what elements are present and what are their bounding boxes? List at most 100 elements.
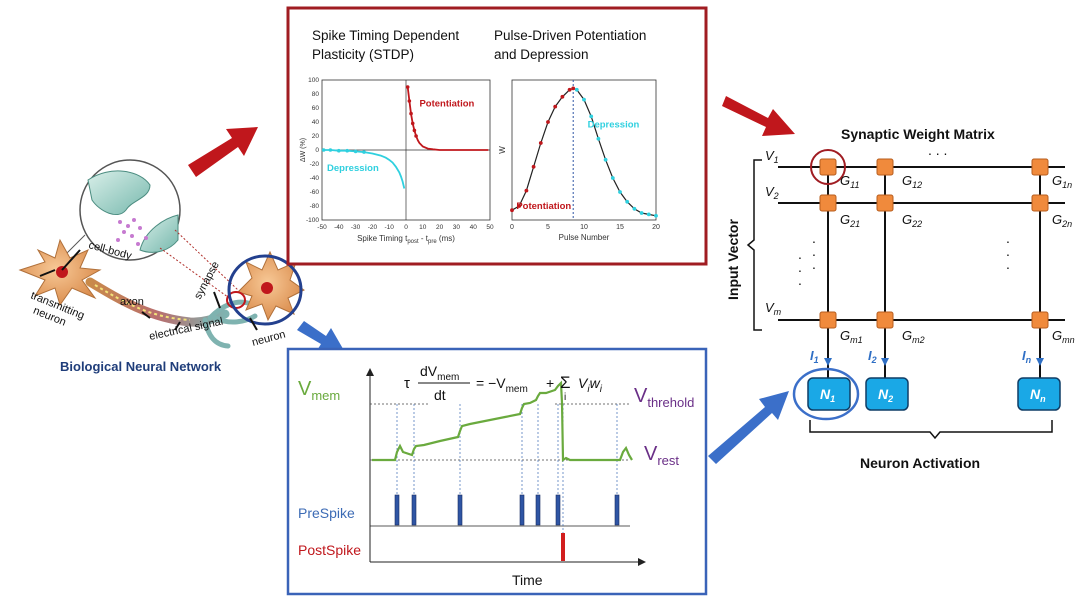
node [1031,194,1049,212]
stdp-x-tick: -10 [384,224,394,231]
stdp-data-point [337,148,341,153]
stdp-x-tick: -30 [351,224,361,231]
transmitting-neuron-soma [18,238,102,307]
pulse-data-point [510,208,514,213]
pulse-x-tick: 10 [580,224,588,231]
prespike [457,494,463,526]
stdp-data-point [353,149,358,154]
time-label: Time [512,572,543,588]
stdp-y-tick: 40 [312,119,320,126]
svg-text:i: i [564,392,566,403]
pulse-x-tick: 15 [616,224,624,231]
stdp-y-tick: 0 [315,147,319,154]
membrane-panel: Vmem Vthrehold Vrest PreSpike PostSpike … [286,347,708,596]
highlight-node-circle [810,149,846,185]
stdp-x-label: Spike Timing tpost - tpre (ms) [357,234,455,245]
pulse-data-point [567,87,572,92]
neuron-box-n [1017,377,1061,411]
stdp-x-tick: 30 [453,224,461,231]
stdp-title: Spike Timing Dependent Plasticity (STDP) [312,28,463,62]
pulse-data-point [625,199,630,204]
pulse-title: Pulse-Driven Potentiation and Depression [494,28,650,62]
pulse-data-point [618,190,622,194]
svg-text:G12: G12 [902,173,922,190]
pulse-data-point [538,141,543,145]
pulse-data-point [632,206,637,211]
svg-text:.: . [1006,256,1010,272]
stdp-data-point [328,148,333,152]
prespike [394,494,400,526]
stdp-data-point [407,99,412,103]
receiving-neuron [237,250,305,322]
stdp-data-point [414,134,418,138]
pulse-data-point [560,94,565,99]
prespike [535,494,541,526]
svg-text:.: . [798,246,802,262]
svg-text:G21: G21 [840,212,860,229]
pulse-x-tick: 20 [652,224,660,231]
conductance-nodes [819,158,1049,329]
row-labels: V1 V2 Vm [765,148,782,317]
blue-arrow-down-right [297,321,346,354]
pulse-data-point [654,213,658,218]
neuron-highlight [792,367,860,421]
blue-arrow-up-right [708,391,789,464]
svg-text:G1n: G1n [1052,173,1072,190]
node [1031,311,1049,329]
svg-text:.: . [812,256,816,272]
node [819,311,837,329]
svg-text:.: . [798,272,802,288]
stdp-x-tick: -20 [368,224,378,231]
crossbar-top-dots: . . . [928,142,947,158]
stdp-x-tick: 20 [436,224,444,231]
svg-text:G2n: G2n [1052,212,1072,229]
membrane-panel-border [286,347,708,596]
axon-label: axon [120,296,144,308]
svg-text:N2: N2 [878,386,893,404]
stdp-x-tick: -40 [334,224,344,231]
pulse-x-tick: 0 [510,224,514,231]
prespike [519,494,525,526]
pulse-y-label: W [498,146,507,154]
pulse-x-label: Pulse Number [559,233,610,242]
node [876,194,894,212]
stdp-depression-annotation: Depression [327,163,379,174]
svg-text:In: In [1022,348,1032,365]
svg-text:Nn: Nn [1030,386,1046,404]
pulse-plot-frame [511,79,657,221]
red-arrow-up [188,127,258,177]
stdp-data-point [345,148,350,153]
svg-text:.: . [1006,243,1010,259]
pulse-data-point [582,97,586,102]
pulse-data-point [589,114,594,119]
v-mem-label: Vmem [298,378,340,403]
svg-text:= −Vmem: = −Vmem [476,375,528,395]
stdp-data-point [410,121,415,126]
pulse-data-point [517,204,522,208]
pulse-data-point [546,120,550,124]
stdp-y-tick: -80 [310,203,320,210]
neuron-label: neuron [251,328,287,348]
pulse-depression-annotation: Depression [588,120,640,131]
stdp-x-tick: 50 [486,224,494,231]
prespike-train [394,494,620,526]
neuron-box-1 [807,377,851,411]
membrane-potential-trace [372,380,633,463]
row-label-v1: V1 [765,148,779,165]
pulse-data-point [646,212,651,217]
pulse-data-point [596,136,601,141]
neuron-box-2 [865,377,909,411]
input-vector-label: Input Vector [725,219,741,300]
pulse-data-point [531,164,536,169]
postspike [561,533,565,561]
node [876,311,894,329]
red-arrow-down-right [722,96,795,136]
pulse-data-point [553,104,558,109]
stdp-panel: Spike Timing Dependent Plasticity (STDP)… [286,6,708,266]
synapse-zoom-circle [64,159,181,261]
crossbar-title: Synaptic Weight Matrix [841,126,995,142]
svg-text:.: . [1006,230,1010,246]
row-label-vm: Vm [765,300,782,317]
